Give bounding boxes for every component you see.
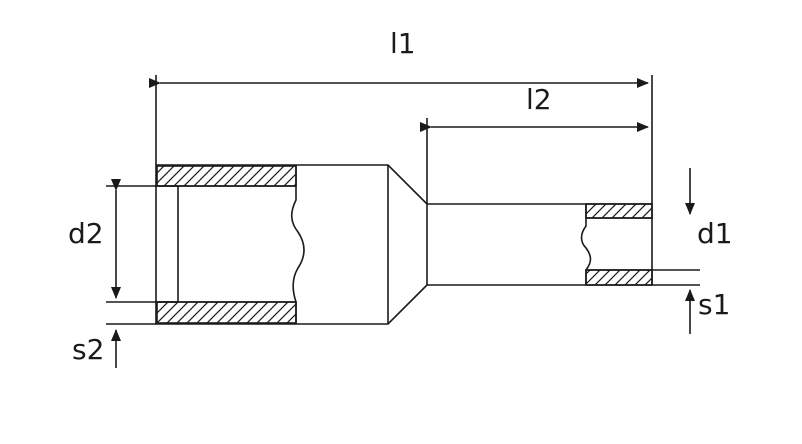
- s2-label: s2: [72, 333, 105, 366]
- l2-label: l2: [526, 83, 552, 116]
- d1-label: d1: [697, 217, 733, 250]
- collar-outline: [155, 164, 428, 325]
- l1-label: l1: [390, 27, 416, 60]
- tube-wall-top-hatch: [586, 204, 652, 218]
- d2-label: d2: [68, 217, 104, 250]
- tube-break-line: [580, 204, 592, 285]
- tube-wall-bottom-hatch: [586, 270, 652, 285]
- collar-wall-top-hatch: [157, 166, 296, 186]
- collar-wall-bottom-hatch: [157, 302, 296, 323]
- collar-break-line: [290, 165, 305, 324]
- s1-label: s1: [698, 288, 731, 321]
